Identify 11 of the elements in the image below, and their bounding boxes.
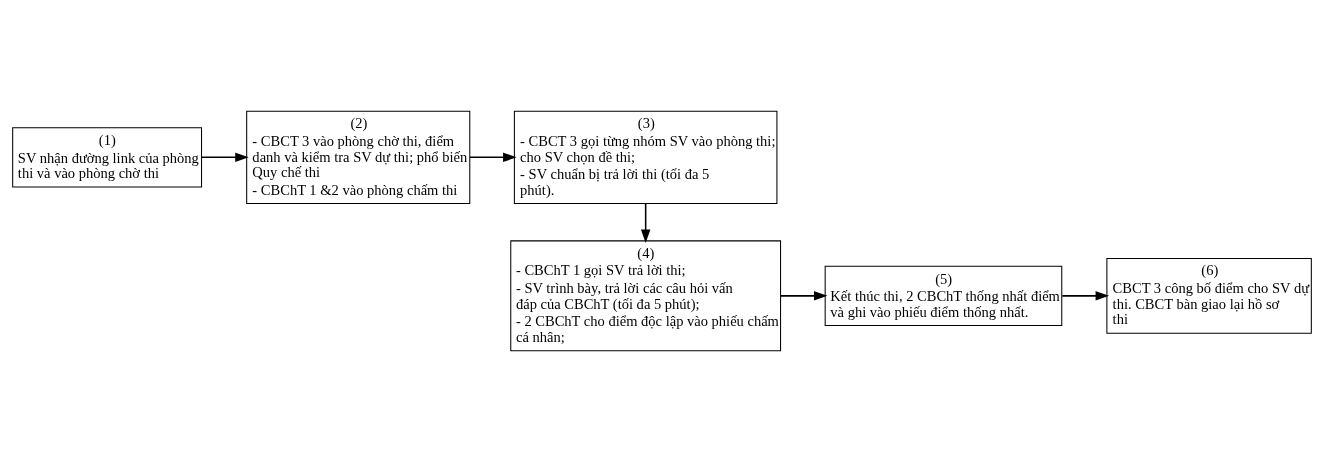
arrow xyxy=(201,152,249,163)
arrow xyxy=(640,203,651,243)
node-box: (4) - CBChT 1 gọi SV trả lời thi; - SV trình bày, trả lời các câu hỏi vấn đáp của CBChT (tối đa 5 phút); - 2 CBChT cho điểm độc lập vào phiếu chấm cá nhân; xyxy=(510,240,782,352)
node-box: (5) Kết thúc thi, 2 CBChT thống nhất điểm và ghi vào phiếu điểm thống nhất. xyxy=(824,265,1063,326)
arrow xyxy=(469,152,517,163)
arrow xyxy=(1061,291,1110,301)
node-box: (3) - CBCT 3 gọi từng nhóm SV vào phòng thi; cho SV chọn đề thi; - SV chuẩn bị trả lời thi (tối đa 5 phút). xyxy=(513,110,778,204)
node-box: (1) SV nhận đường link của phòng thi và vào phòng chờ thi xyxy=(12,127,203,188)
node-box: (2) - CBCT 3 vào phòng chờ thi, điểm danh và kiểm tra SV dự thi; phổ biến Quy chế thi - CBChT 1 &2 vào phòng chấm thi xyxy=(246,110,471,204)
node-box: (6) CBCT 3 công bố điểm cho SV dự thi. CBCT bàn giao lại hồ sơ thi xyxy=(1106,258,1312,334)
arrow xyxy=(779,291,828,301)
